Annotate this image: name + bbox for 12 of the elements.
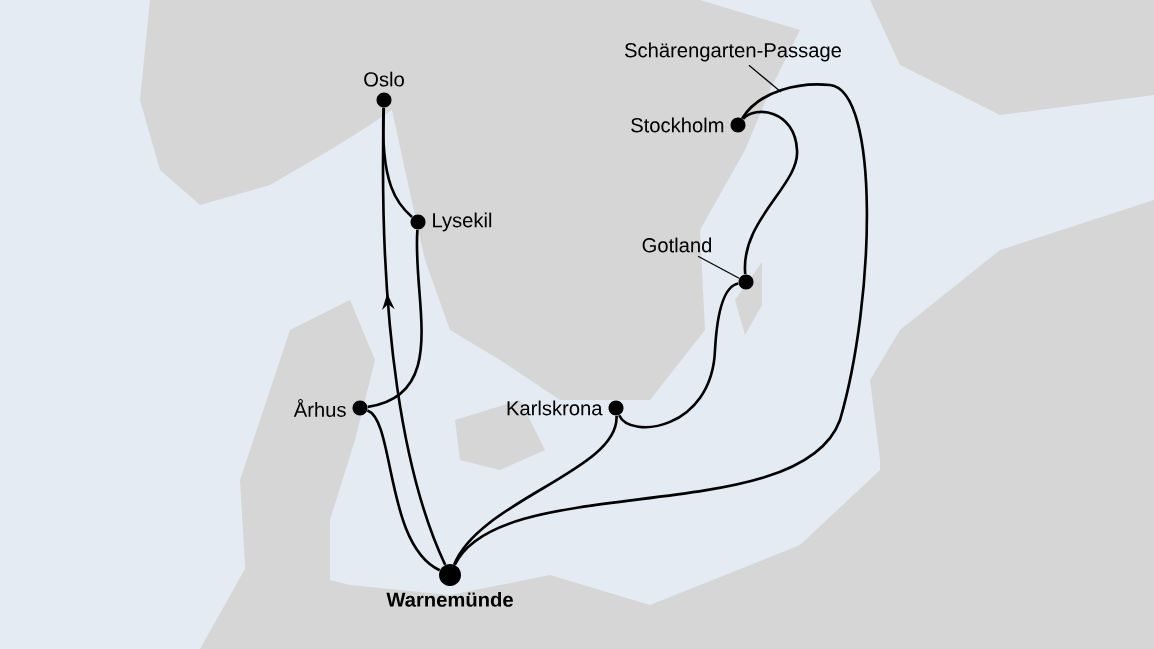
route-line: [366, 409, 441, 572]
route-line: [618, 282, 739, 429]
route-line: [367, 229, 423, 409]
route-line: [381, 107, 413, 218]
port-dot: [738, 274, 754, 290]
place-label: Schärengarten-Passage: [624, 42, 841, 62]
place-label: Gotland: [642, 237, 712, 253]
route-line: [453, 415, 618, 566]
leader-line: [748, 64, 782, 93]
route-line: [453, 83, 869, 566]
route-line: [742, 110, 799, 275]
leader-line: [697, 255, 740, 279]
